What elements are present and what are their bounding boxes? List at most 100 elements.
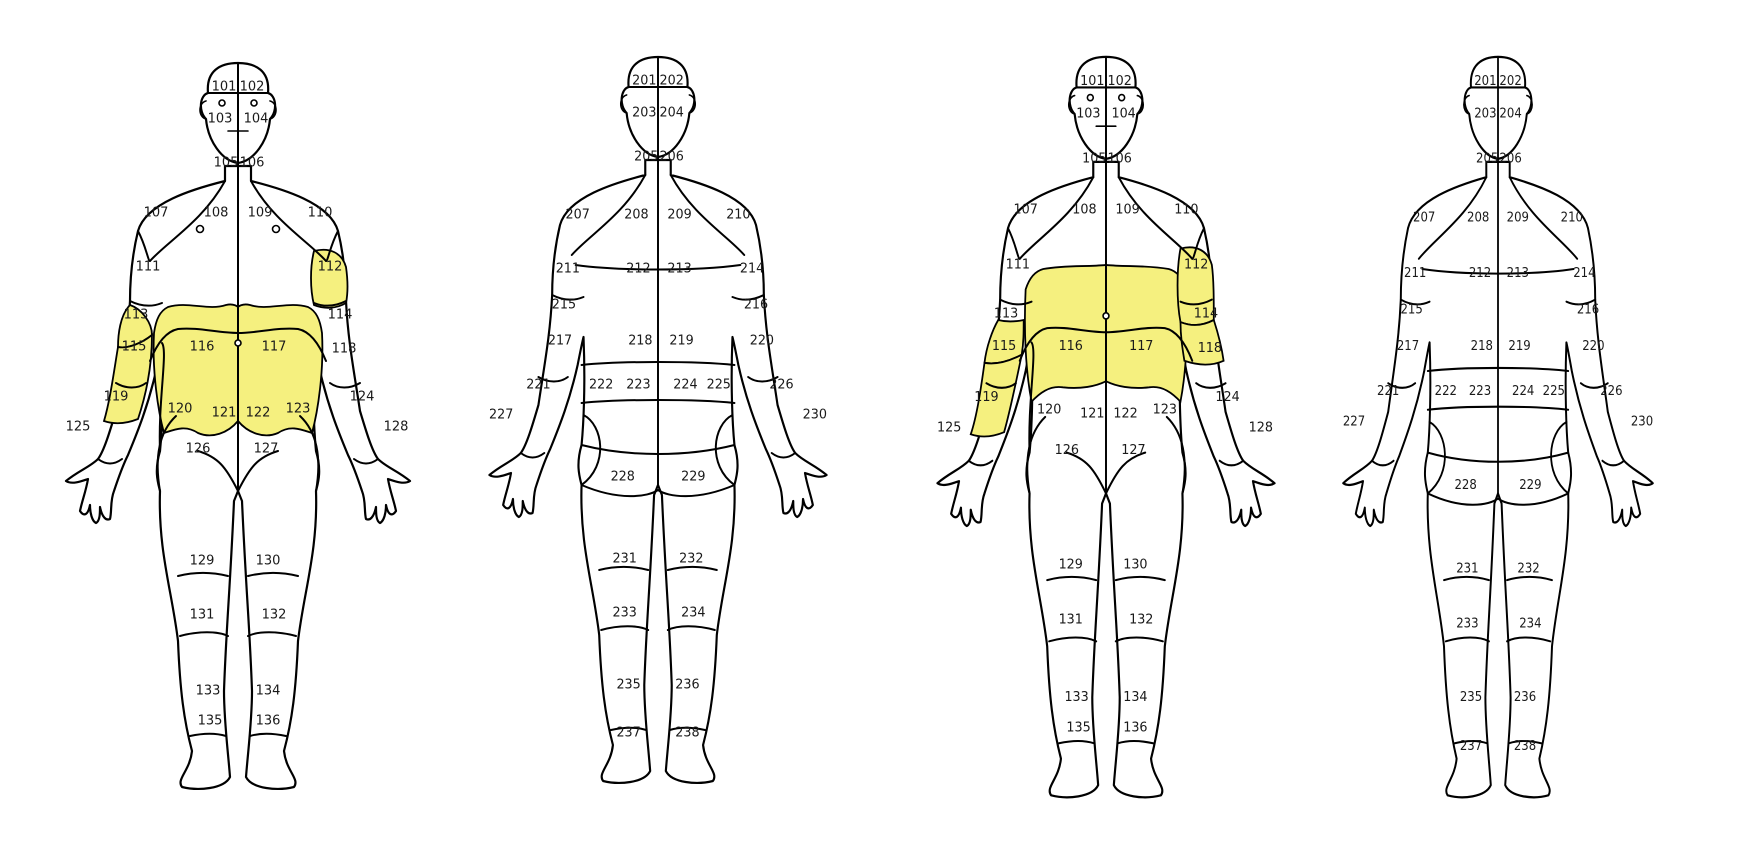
region-label-136: 136: [256, 714, 281, 729]
female-front-group: 1011021031041051061071081091101111121131…: [937, 57, 1275, 797]
male-back-group: 2012022032042052062072082092102112122132…: [489, 57, 827, 783]
region-label-220: 220: [750, 333, 774, 348]
region-label-213: 213: [1507, 264, 1529, 280]
region-label-118: 118: [1198, 341, 1222, 356]
region-label-105: 105: [214, 156, 239, 171]
male-front-eye-left: [219, 100, 225, 106]
region-label-133: 133: [196, 684, 221, 699]
region-label-201: 201: [1474, 72, 1496, 88]
region-label-126: 126: [1055, 443, 1079, 458]
region-label-130: 130: [256, 554, 281, 569]
region-label-228: 228: [611, 469, 635, 484]
region-112-highlight: [311, 250, 348, 308]
region-label-106: 106: [240, 156, 265, 171]
region-label-229: 229: [681, 469, 705, 484]
region-label-215: 215: [1400, 301, 1422, 317]
region-label-101: 101: [1080, 74, 1104, 89]
region-label-123: 123: [1153, 402, 1177, 417]
region-label-111: 111: [1006, 257, 1030, 272]
region-label-237: 237: [616, 725, 640, 740]
region-label-202: 202: [1499, 72, 1521, 88]
region-label-201: 201: [632, 73, 656, 88]
region-label-133: 133: [1064, 690, 1088, 705]
region-label-135: 135: [198, 714, 223, 729]
region-label-107: 107: [144, 206, 169, 221]
region-label-215: 215: [552, 297, 576, 312]
region-label-107: 107: [1013, 202, 1037, 217]
region-label-218: 218: [628, 333, 652, 348]
region-label-121: 121: [1080, 406, 1104, 421]
region-label-113: 113: [124, 308, 149, 323]
region-label-124: 124: [350, 390, 375, 405]
region-label-204: 204: [1499, 105, 1521, 121]
male-front-nipple-left: [197, 226, 204, 233]
female-front-eye-left: [1087, 95, 1093, 101]
region-label-116: 116: [1059, 339, 1083, 354]
region-label-235: 235: [1460, 688, 1482, 704]
region-label-228: 228: [1454, 476, 1476, 492]
region-label-205: 205: [1476, 150, 1498, 166]
region-label-112: 112: [318, 260, 343, 275]
female-front-navel: [1103, 313, 1109, 319]
region-label-237: 237: [1460, 737, 1482, 753]
region-label-207: 207: [1413, 209, 1435, 225]
region-label-210: 210: [1561, 209, 1583, 225]
region-label-219: 219: [669, 333, 693, 348]
region-label-234: 234: [1519, 615, 1541, 631]
region-label-213: 213: [667, 261, 691, 276]
figure-female-back: 2012022032042052062072082092102112122132…: [1343, 57, 1653, 797]
region-label-203: 203: [632, 105, 656, 120]
region-label-108: 108: [1072, 202, 1096, 217]
region-label-203: 203: [1474, 105, 1496, 121]
region-label-230: 230: [1631, 413, 1653, 429]
region-label-229: 229: [1519, 476, 1541, 492]
region-label-233: 233: [613, 605, 637, 620]
region-label-211: 211: [556, 261, 580, 276]
region-label-238: 238: [675, 725, 699, 740]
region-label-204: 204: [660, 105, 684, 120]
region-label-230: 230: [803, 407, 827, 422]
region-label-129: 129: [1059, 557, 1083, 572]
region-label-127: 127: [1121, 443, 1145, 458]
region-label-110: 110: [1174, 202, 1198, 217]
region-label-209: 209: [1507, 209, 1529, 225]
region-label-119: 119: [974, 390, 998, 405]
region-label-223: 223: [626, 377, 650, 392]
region-label-122: 122: [1113, 406, 1137, 421]
region-label-102: 102: [240, 80, 265, 95]
region-label-223: 223: [1469, 382, 1491, 398]
region-label-234: 234: [681, 605, 705, 620]
region-label-120: 120: [1037, 402, 1061, 417]
region-label-135: 135: [1066, 720, 1090, 735]
region-label-221: 221: [1377, 382, 1399, 398]
region-label-238: 238: [1514, 737, 1536, 753]
region-label-114: 114: [328, 308, 353, 323]
region-label-118: 118: [332, 342, 357, 357]
region-label-236: 236: [675, 677, 699, 692]
region-label-227: 227: [1343, 413, 1365, 429]
region-label-216: 216: [744, 297, 768, 312]
region-label-235: 235: [616, 677, 640, 692]
region-label-132: 132: [1129, 612, 1153, 627]
male-front-group: 1011021031041051061071081091101111121131…: [66, 63, 410, 789]
region-label-212: 212: [1469, 264, 1491, 280]
region-label-103: 103: [208, 112, 233, 127]
region-label-202: 202: [660, 73, 684, 88]
region-label-132: 132: [262, 608, 287, 623]
region-label-233: 233: [1456, 615, 1478, 631]
region-label-127: 127: [254, 442, 279, 457]
region-label-219: 219: [1508, 338, 1530, 354]
region-label-110: 110: [308, 206, 333, 221]
region-label-124: 124: [1215, 390, 1239, 405]
region-label-206: 206: [1499, 150, 1521, 166]
figure-female-front: 1011021031041051061071081091101111121131…: [937, 57, 1275, 797]
region-label-123: 123: [286, 402, 311, 417]
region-label-210: 210: [726, 207, 750, 222]
region-label-220: 220: [1582, 338, 1604, 354]
region-label-211: 211: [1404, 264, 1426, 280]
region-label-208: 208: [1467, 209, 1489, 225]
region-label-225: 225: [707, 377, 731, 392]
region-label-232: 232: [679, 551, 703, 566]
region-label-134: 134: [256, 684, 281, 699]
